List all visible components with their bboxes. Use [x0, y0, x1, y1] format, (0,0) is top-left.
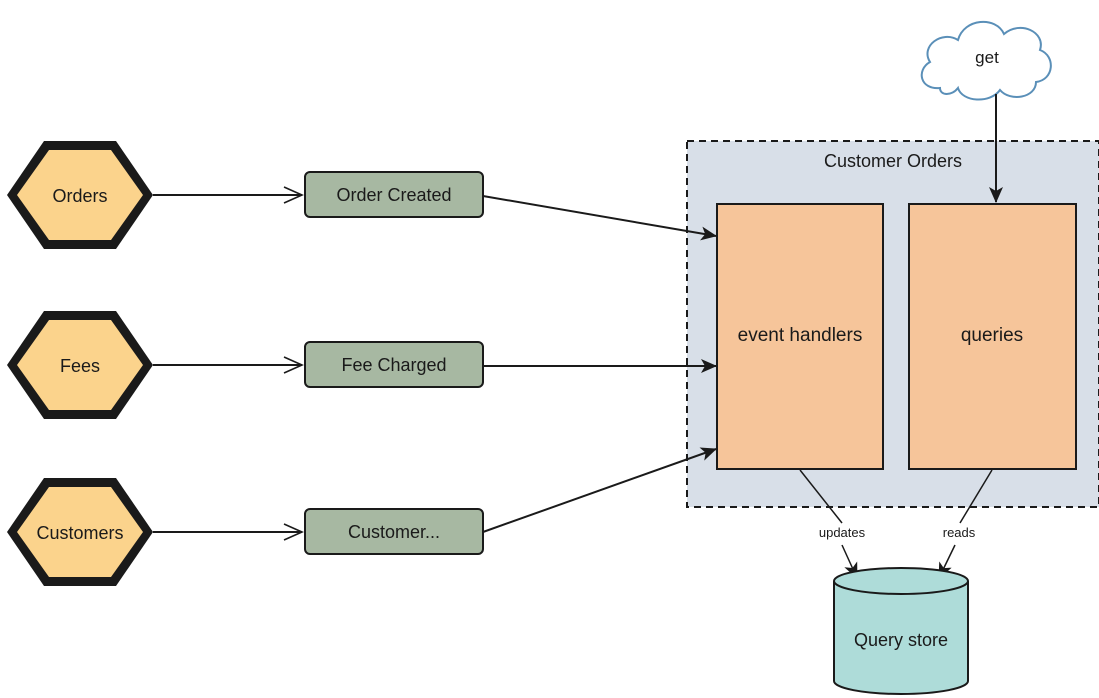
- event-handlers-component: event handlers: [716, 203, 884, 470]
- event-handlers-label: event handlers: [738, 325, 863, 346]
- service-label-orders: Orders: [52, 186, 107, 206]
- arrow-order-created-to-handlers: [482, 195, 717, 241]
- updates-label: updates: [819, 525, 866, 540]
- service-label-customers: Customers: [36, 523, 123, 543]
- reads-label: reads: [943, 525, 976, 540]
- query-store-database: Query store: [833, 567, 969, 695]
- service-hexagon-fees: Fees: [7, 311, 153, 419]
- event-customer: Customer...: [304, 508, 484, 555]
- cloud-get: get: [920, 20, 1052, 101]
- service-hexagon-orders: Orders: [7, 141, 153, 249]
- queries-label: queries: [961, 325, 1023, 346]
- event-fee-charged: Fee Charged: [304, 341, 484, 388]
- event-label-order-created: Order Created: [336, 185, 451, 205]
- query-store-label: Query store: [854, 630, 948, 650]
- service-label-fees: Fees: [60, 356, 100, 376]
- cloud-label: get: [975, 48, 999, 67]
- container-title: Customer Orders: [824, 151, 962, 171]
- event-order-created: Order Created: [304, 171, 484, 218]
- arrow-customer-to-handlers: [482, 447, 717, 533]
- event-label-fee-charged: Fee Charged: [341, 355, 446, 375]
- event-label-customer: Customer...: [348, 522, 440, 542]
- queries-component: queries: [908, 203, 1077, 470]
- service-hexagon-customers: Customers: [7, 478, 153, 586]
